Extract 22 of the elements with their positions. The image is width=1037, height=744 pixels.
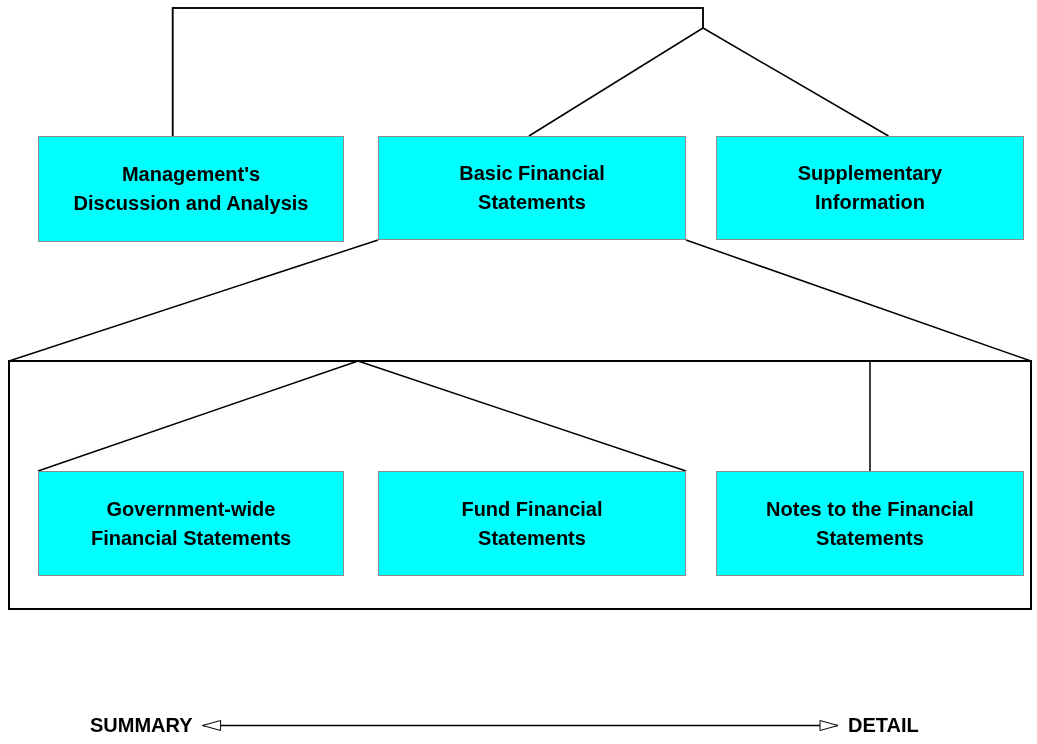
connector-line [685,239,1032,362]
scale-label: DETAIL [848,714,919,737]
process-box [378,471,686,576]
process-box [378,136,686,240]
connector-line [171,7,890,137]
process-box [716,136,1024,240]
box-label: Supplementary Information [796,161,944,215]
connector-line [357,360,687,472]
connector-line [869,360,871,472]
process-box [716,471,1024,576]
double-arrow [201,720,839,731]
box-label: Management's Discussion and Analysis [72,162,310,216]
process-box [38,136,344,242]
group-frame [8,360,1032,610]
connector-line [37,360,359,472]
box-label: Fund Financial Statements [460,496,604,551]
connector-line [8,239,379,362]
box-label: Basic Financial Statements [458,161,606,215]
scale-label: SUMMARY [90,714,193,737]
box-label: Notes to the Financial Statements [765,496,975,551]
process-box [38,471,344,576]
box-label: Government-wide Financial Statements [89,496,293,551]
